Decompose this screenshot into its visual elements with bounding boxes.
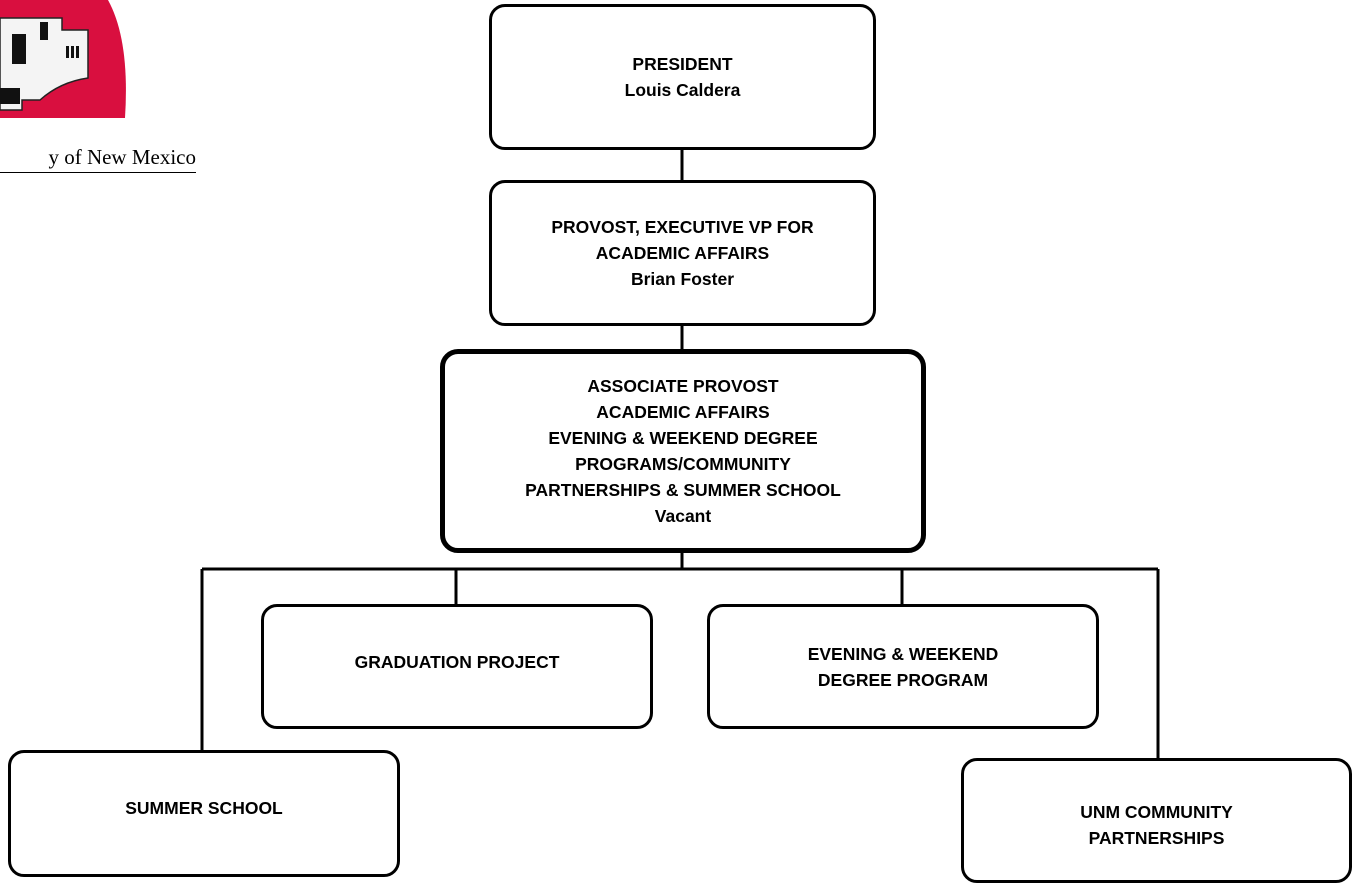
node-graduation-project: GRADUATION PROJECT xyxy=(261,604,653,729)
node-person-name: Brian Foster xyxy=(630,269,735,289)
node-title-line: ACADEMIC AFFAIRS xyxy=(595,243,770,263)
node-summer-school: SUMMER SCHOOL xyxy=(8,750,400,877)
node-title-line: ACADEMIC AFFAIRS xyxy=(596,402,770,422)
node-person-name: Vacant xyxy=(654,506,712,526)
node-title-line: PRESIDENT xyxy=(632,54,733,74)
node-title-line: PROGRAMS/COMMUNITY xyxy=(575,454,791,474)
logo-wordmark: y of New Mexico xyxy=(0,142,196,173)
node-president: PRESIDENT Louis Caldera xyxy=(489,4,876,150)
node-title-line: EVENING & WEEKEND xyxy=(807,643,999,664)
node-title-line: ASSOCIATE PROVOST xyxy=(587,376,779,396)
node-person-name: Louis Caldera xyxy=(624,80,741,100)
node-title-line: GRADUATION PROJECT xyxy=(354,652,560,672)
node-associate-provost: ASSOCIATE PROVOST ACADEMIC AFFAIRS EVENI… xyxy=(440,349,926,553)
node-evening-weekend-degree: EVENING & WEEKEND DEGREE PROGRAM xyxy=(707,604,1099,729)
node-title-line: DEGREE PROGRAM xyxy=(817,669,989,690)
node-title-line: SUMMER SCHOOL xyxy=(125,798,283,818)
node-provost: PROVOST, EXECUTIVE VP FOR ACADEMIC AFFAI… xyxy=(489,180,876,326)
node-title-line: PARTNERSHIPS & SUMMER SCHOOL xyxy=(525,480,841,500)
node-title-line: EVENING & WEEKEND DEGREE xyxy=(548,428,818,448)
node-community-partnerships: UNM COMMUNITY PARTNERSHIPS xyxy=(961,758,1352,883)
unm-logo xyxy=(0,0,126,118)
node-title-line: PROVOST, EXECUTIVE VP FOR xyxy=(551,217,814,237)
node-title-line: UNM COMMUNITY xyxy=(1080,802,1233,822)
node-title-line: PARTNERSHIPS xyxy=(1088,828,1225,848)
